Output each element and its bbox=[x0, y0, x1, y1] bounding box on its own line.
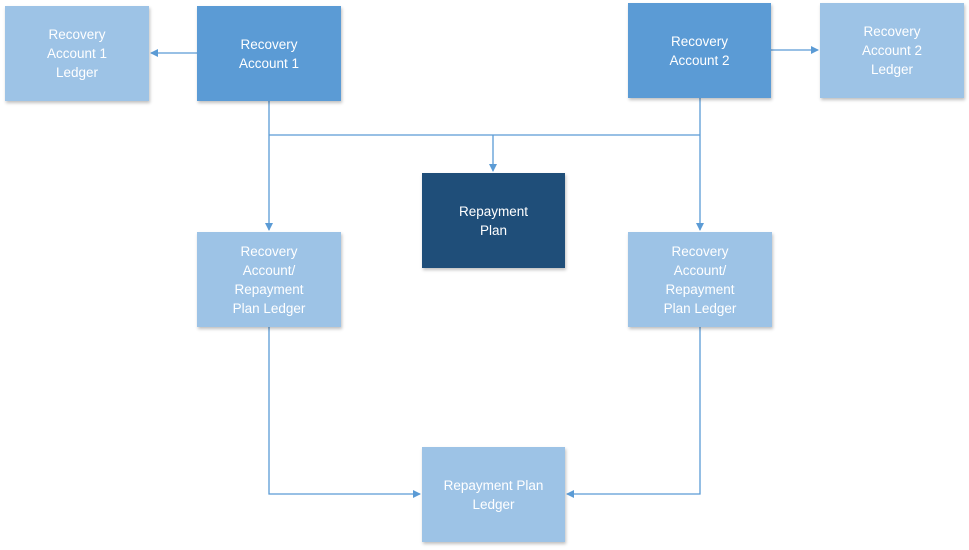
recovery-account-2-ledger-label: Recovery Account 2 Ledger bbox=[861, 24, 923, 77]
recovery-account-1-node: Recovery Account 1 bbox=[197, 6, 341, 101]
recovery-account-repayment-plan-ledger-right-node: Recovery Account/ Repayment Plan Ledger bbox=[628, 232, 772, 327]
recovery-account-2-node: Recovery Account 2 bbox=[628, 3, 771, 98]
recovery-account-1-label: Recovery Account 1 bbox=[238, 36, 300, 71]
recovery-account-2-ledger-node: Recovery Account 2 Ledger bbox=[820, 3, 964, 98]
recovery-account-1-ledger-node: Recovery Account 1 Ledger bbox=[5, 6, 149, 101]
repayment-plan-ledger-node: Repayment Plan Ledger bbox=[422, 447, 565, 542]
repayment-plan-ledger-label: Repayment Plan Ledger bbox=[443, 477, 544, 512]
connector-left-ledger-to-plan-ledger bbox=[268, 327, 421, 498]
recovery-account-repayment-plan-ledger-left-label: Recovery Account/ Repayment Plan Ledger bbox=[232, 243, 306, 316]
repayment-plan-label: Repayment Plan bbox=[458, 203, 529, 238]
recovery-account-repayment-plan-ledger-left-node: Recovery Account/ Repayment Plan Ledger bbox=[197, 232, 341, 327]
recovery-account-2-label: Recovery Account 2 bbox=[669, 33, 730, 68]
recovery-account-1-ledger-label: Recovery Account 1 Ledger bbox=[46, 27, 108, 80]
repayment-plan-node: Repayment Plan bbox=[422, 173, 565, 268]
connector-right-ledger-to-plan-ledger bbox=[566, 327, 701, 498]
recovery-account-repayment-plan-ledger-right-label: Recovery Account/ Repayment Plan Ledger bbox=[663, 243, 737, 316]
